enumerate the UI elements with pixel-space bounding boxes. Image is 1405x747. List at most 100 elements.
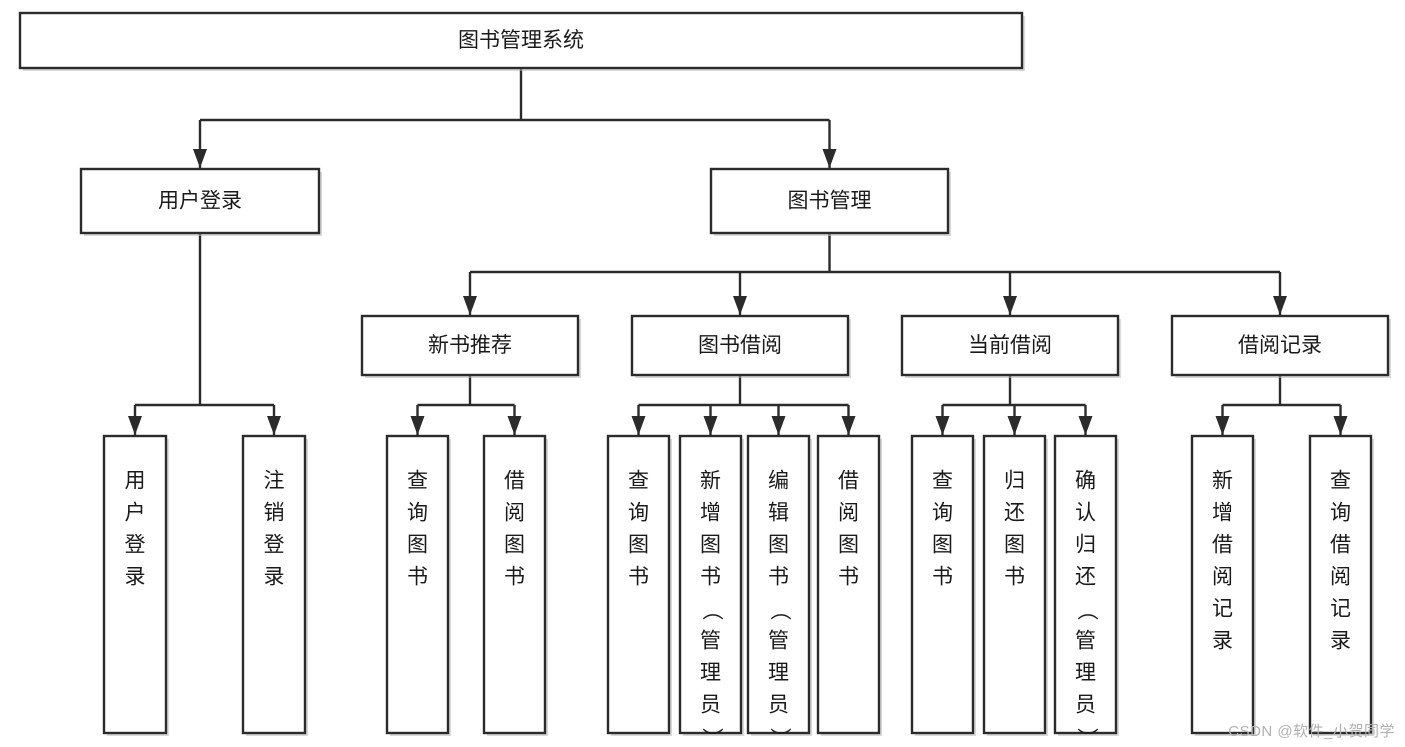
node-root: 图书管理系统 [18,11,1025,71]
node-label-char: 管 [700,630,721,653]
node-box [79,167,321,235]
node-user-login: 用户登录 [79,167,322,236]
node-box [816,434,881,735]
node-box [18,11,1024,70]
node-label-char: 确 [1075,470,1096,493]
node-label-char: 图 [838,534,859,557]
edge-arrow-icon [1003,296,1017,315]
node-label-char: 询 [932,502,953,525]
edge-arrow-icon [507,416,522,435]
node-box [900,314,1120,377]
node-label-char: 用 [125,470,146,493]
edge-arrow-icon [267,416,281,435]
node-label-char: 图 [768,534,789,557]
node-box [1308,434,1373,735]
node-box [910,434,975,735]
nodes-layer: 图书管理系统用户登录图书管理新书推荐图书借阅当前借阅借阅记录用户登录注销登录查询… [18,11,1391,747]
node-label-char: 查 [628,470,649,493]
watermark-label: CSDN @软件_小贺同学 [1228,723,1395,740]
node-label-char: （ [1075,600,1098,621]
edges-layer [128,68,1348,435]
node-label-char: 增 [1212,502,1233,525]
edge-arrow-icon [1333,416,1348,435]
edge-arrow-icon [1215,416,1230,435]
node-label-char: ） [1075,728,1098,747]
node-label-char: 员 [700,694,721,717]
edge-arrow-icon [822,149,837,168]
node-label-char: 阅 [1212,566,1233,589]
node-box [1053,434,1118,735]
node-label-char: 图 [628,534,649,557]
node-label-char: 借 [838,470,859,493]
node-box [482,434,547,735]
node-book-borrow: 图书借阅 [630,314,851,378]
edge-arrow-icon [1007,416,1022,435]
node-box [360,314,580,377]
node-label-char: 记 [1330,598,1351,621]
edge-arrow-icon [463,296,477,315]
node-label-char: 理 [1075,662,1096,685]
edge-arrow-icon [1273,296,1287,315]
node-label-char: 登 [125,534,146,557]
node-label-char: 图 [504,534,525,557]
node-label-char: 理 [768,662,789,685]
node-label-char: 询 [1330,502,1351,525]
node-label-char: 销 [264,502,285,525]
node-label-char: 书 [407,566,428,589]
edge-arrow-icon [841,416,856,435]
node-label-char: ） [700,728,723,747]
node-label-char: 阅 [838,502,859,525]
node-label-char: 编 [768,470,789,493]
node-label-char: 归 [1004,470,1025,493]
node-box [102,434,168,735]
node-label-char: 书 [768,566,789,589]
node-label-char: 阅 [1330,566,1351,589]
node-label-char: 图 [932,534,953,557]
node-box [746,434,811,735]
node-label-char: 借 [1330,534,1351,557]
node-label-char: 借 [504,470,525,493]
node-label: 用户登录 [158,190,242,213]
node-label-char: 图 [1004,534,1025,557]
node-box [982,434,1047,735]
node-label-char: ） [768,728,791,747]
node-book-management: 图书管理 [709,167,951,236]
node-label-char: 登 [264,534,285,557]
node-label-char: 户 [125,502,146,525]
edge-arrow-icon [410,416,425,435]
node-label-char: 录 [1212,630,1233,653]
node-label-char: 新 [1212,470,1233,493]
node-label-char: 查 [407,470,428,493]
edge-arrow-icon [703,416,718,435]
edge-arrow-icon [128,416,142,435]
node-label-char: 询 [407,502,428,525]
node-current-borrow: 当前借阅 [900,314,1121,378]
node-leaf-user-login: 用户登录 [102,434,169,736]
node-label-char: 注 [264,470,285,493]
node-label-char: 录 [125,566,146,589]
node-box [1170,314,1390,377]
edge-arrow-icon [935,416,950,435]
node-label-char: 记 [1212,598,1233,621]
node-label-char: 员 [768,694,789,717]
node-label: 图书管理 [788,190,872,213]
node-label-char: 书 [932,566,953,589]
node-label-char: 录 [264,566,285,589]
node-label-char: （ [768,600,791,621]
node-label-char: 管 [1075,630,1096,653]
node-label-char: 书 [700,566,721,589]
node-box [630,314,850,377]
node-label-char: 理 [700,662,721,685]
node-new-book-recommend: 新书推荐 [360,314,581,378]
node-label-char: 查 [932,470,953,493]
node-label-char: 书 [838,566,859,589]
node-label-char: 还 [1004,502,1025,525]
node-box [678,434,743,735]
